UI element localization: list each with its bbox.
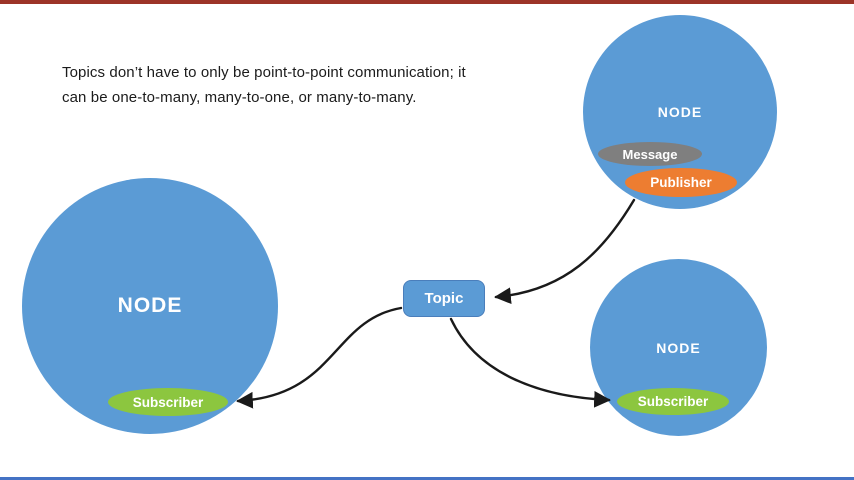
- subscriber-badge-right: Subscriber: [617, 388, 729, 415]
- topic-box: Topic: [403, 280, 485, 317]
- node-circle-bottom-right: NODE Subscriber: [590, 259, 767, 436]
- node-circle-left: NODE Subscriber: [22, 178, 278, 434]
- message-badge: Message: [598, 142, 702, 166]
- caption-text: Topics don’t have to only be point-to-po…: [62, 60, 466, 110]
- node-circle-top-right: NODE Message Publisher: [583, 15, 777, 209]
- arrow-publisher-to-topic: [494, 198, 636, 305]
- bottom-accent-bar: [0, 477, 854, 480]
- caption-line-1: Topics don’t have to only be point-to-po…: [62, 64, 466, 81]
- publisher-badge-label: Publisher: [650, 175, 712, 190]
- message-badge-label: Message: [622, 146, 678, 162]
- subscriber-badge-right-label: Subscriber: [637, 394, 709, 409]
- subscriber-badge-left-label: Subscriber: [132, 394, 204, 410]
- arrow-topic-to-right-subscriber: [449, 317, 611, 408]
- topic-box-label: Topic: [424, 290, 464, 307]
- caption-line-2: can be one-to-many, many-to-one, or many…: [62, 89, 417, 106]
- node-label-left: NODE: [117, 294, 183, 317]
- top-accent-bar: [0, 0, 854, 4]
- node-label-top-right: NODE: [657, 104, 703, 120]
- publisher-badge: Publisher: [625, 168, 737, 197]
- subscriber-badge-left: Subscriber: [108, 388, 228, 416]
- node-label-bottom-right: NODE: [656, 339, 701, 356]
